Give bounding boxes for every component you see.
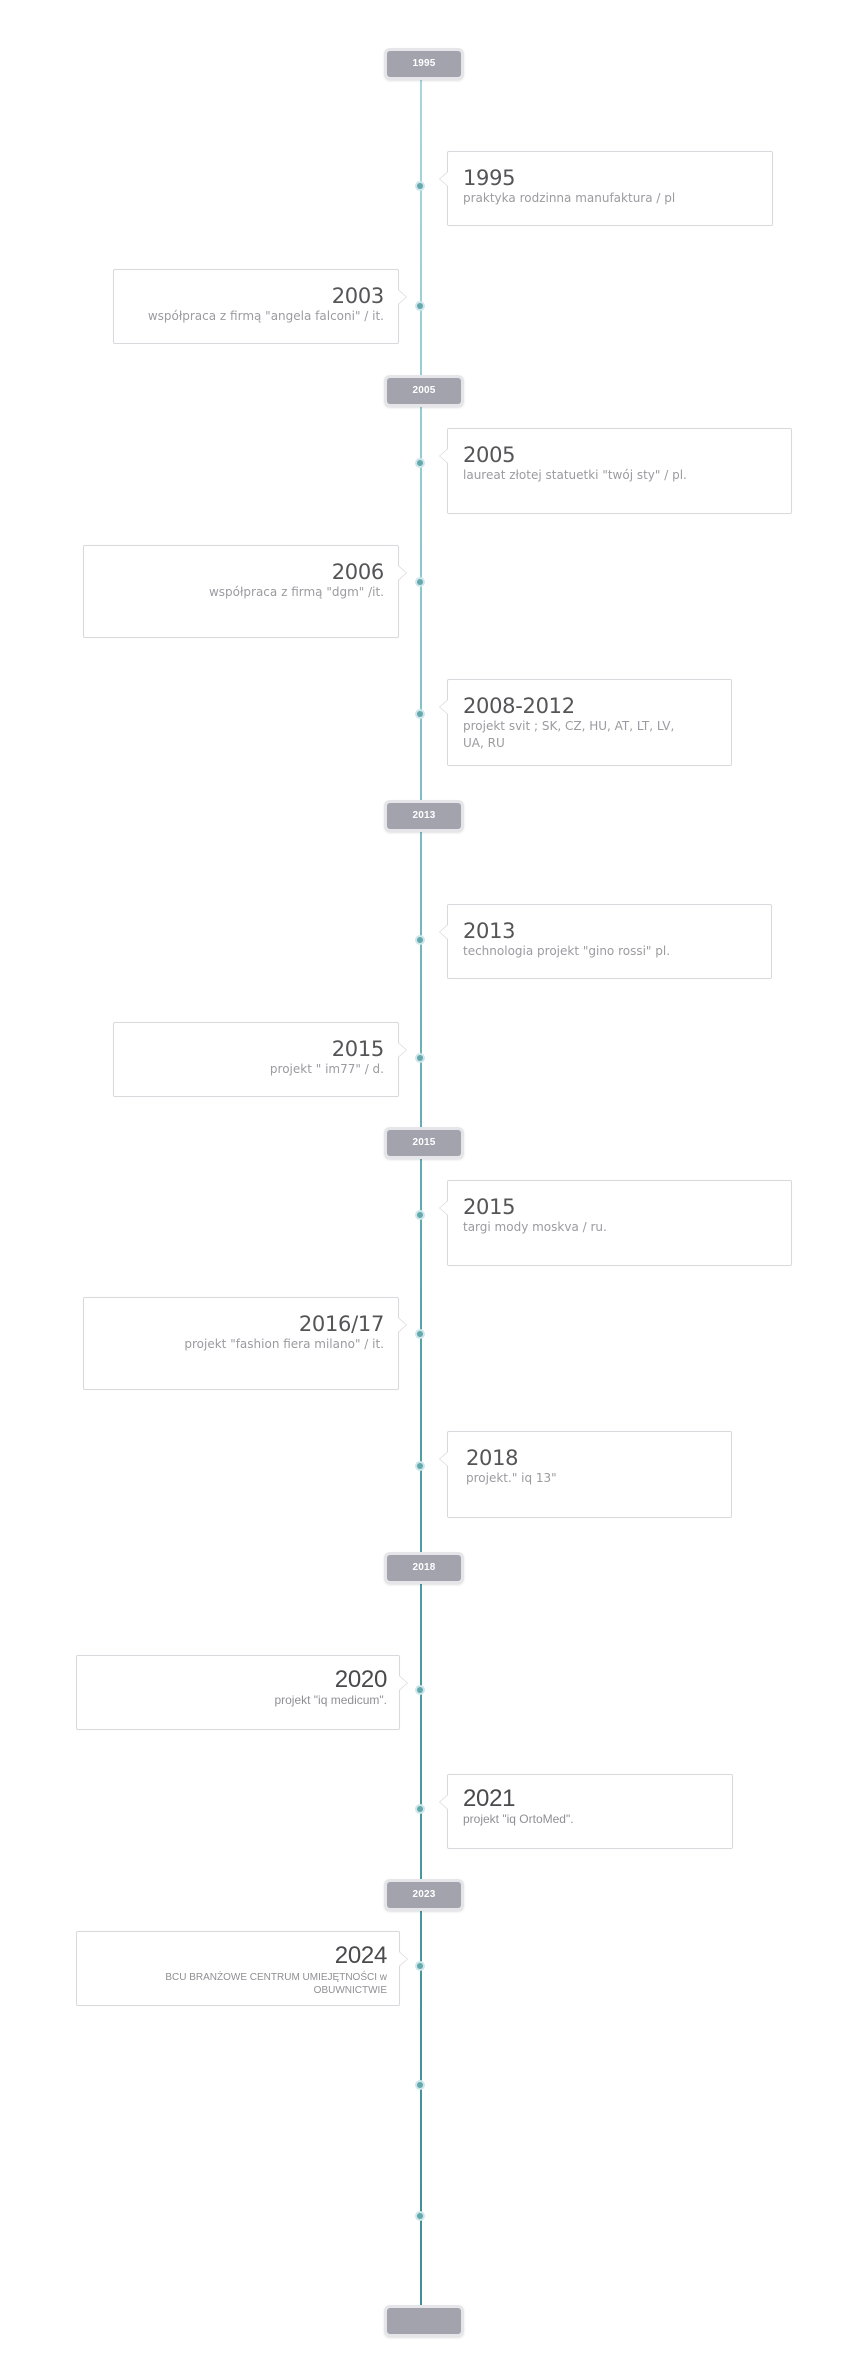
timeline-dot (417, 711, 423, 717)
timeline-entry: 2008-2012 projekt svit ; SK, CZ, HU, AT,… (439, 679, 732, 766)
year-badge-2005: 2005 (384, 375, 464, 407)
timeline-entry: 2015 projekt " im77" / d. (113, 1022, 407, 1097)
entry-year: 2006 (331, 560, 385, 584)
timeline-dot (417, 303, 423, 309)
timeline-dot (417, 579, 423, 585)
timeline-entry: 2003 współpraca z firmą "angela falconi"… (113, 269, 407, 344)
entry-description: współpraca z firmą "angela falconi" / it… (147, 309, 384, 323)
timeline-entry: 2024 BCU BRANŻOWE CENTRUM UMIEJĘTNOŚCI w… (76, 1931, 408, 2006)
entry-description: projekt " im77" / d. (269, 1062, 384, 1076)
entry-year: 2008-2012 (463, 694, 575, 718)
year-badge-1995: 1995 (384, 48, 464, 80)
timeline-dot (417, 1331, 423, 1337)
timeline-entry: 2021 projekt "iq OrtoMed". (439, 1774, 733, 1849)
entry-year: 1995 (463, 166, 516, 190)
entry-year: 2018 (466, 1446, 519, 1470)
timeline-dot (417, 937, 423, 943)
entry-year: 2003 (331, 284, 385, 308)
entry-year: 2015 (331, 1037, 385, 1061)
timeline-entry: 2020 projekt "iq medicum". (76, 1655, 408, 1730)
entry-description: praktyka rodzinna manufaktura / pl (463, 191, 676, 205)
entry-description: BCU BRANŻOWE CENTRUM UMIEJĘTNOŚCI w OBUW… (165, 1972, 387, 1996)
timeline-entry: 2016/17 projekt "fashion fiera milano" /… (83, 1297, 407, 1390)
entry-description: projekt "fashion fiera milano" / it. (184, 1337, 384, 1351)
entry-description: targi mody moskva / ru. (463, 1220, 607, 1234)
timeline-dot (417, 1687, 423, 1693)
year-badge-end (384, 2305, 464, 2337)
year-badge-2013: 2013 (384, 800, 464, 832)
entry-description: projekt." iq 13" (466, 1471, 557, 1485)
entry-year: 2024 (334, 1942, 388, 1969)
entry-description: projekt "iq medicum". (274, 1693, 387, 1707)
timeline-entry: 2013 technologia projekt "gino rossi" pl… (439, 904, 772, 979)
entry-description: projekt svit ; SK, CZ, HU, AT, LT, LV, U… (463, 719, 675, 750)
timeline-dot (417, 1463, 423, 1469)
entry-description: technologia projekt "gino rossi" pl. (463, 944, 671, 958)
entry-description: współpraca z firmą "dgm" /it. (208, 585, 384, 599)
entry-description: laureat złotej statuetki "twój sty" / pl… (463, 468, 687, 482)
timeline-entry: 1995 praktyka rodzinna manufaktura / pl (439, 151, 773, 226)
timeline-dot (417, 1806, 423, 1812)
timeline-entry: 2005 laureat złotej statuetki "twój sty"… (439, 428, 792, 514)
timeline-entry: 2006 współpraca z firmą "dgm" /it. (83, 545, 407, 638)
timeline-dot (417, 1212, 423, 1218)
timeline-entry: 2018 projekt." iq 13" (439, 1431, 732, 1518)
timeline-dot (417, 183, 423, 189)
timeline-dot (417, 1963, 423, 1969)
entry-year: 2020 (334, 1666, 388, 1693)
entry-year: 2016/17 (298, 1312, 384, 1336)
timeline-dot (417, 460, 423, 466)
timeline-dot (417, 2082, 423, 2088)
timeline-dot (417, 2213, 423, 2219)
year-badge-2023: 2023 (384, 1879, 464, 1911)
timeline-axis (420, 60, 422, 2322)
year-badge-2015: 2015 (384, 1127, 464, 1159)
timeline-dot (417, 1055, 423, 1061)
entry-description: projekt "iq OrtoMed". (463, 1812, 574, 1826)
entry-year: 2013 (463, 919, 516, 943)
year-badge-2018: 2018 (384, 1552, 464, 1584)
entry-year: 2021 (463, 1785, 516, 1812)
timeline-entry: 2015 targi mody moskva / ru. (439, 1180, 792, 1266)
entry-year: 2005 (463, 443, 516, 467)
entry-year: 2015 (463, 1195, 516, 1219)
